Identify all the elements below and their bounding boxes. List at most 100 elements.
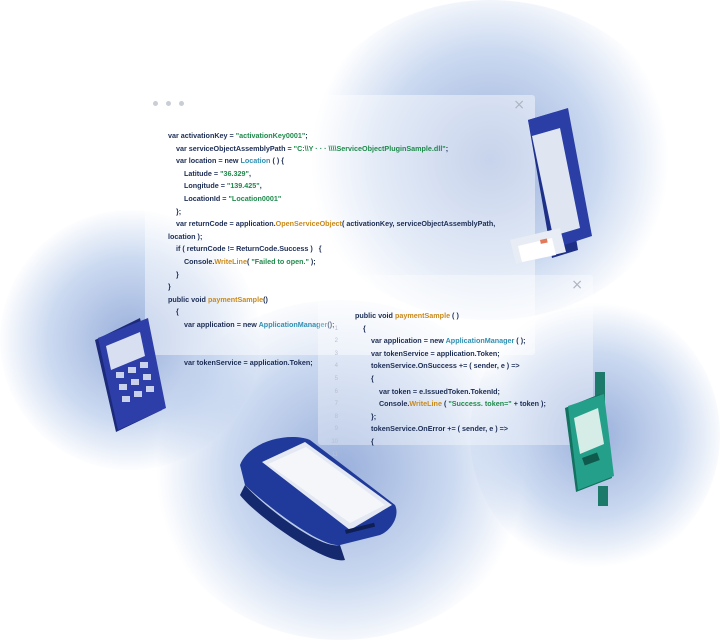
code-token: OpenServiceObject (275, 219, 342, 229)
code-token: tokenService.OnError += ( sender, e ) => (355, 424, 509, 434)
glow-top-right (300, 0, 680, 320)
code-token: }; (168, 206, 182, 216)
code-token: LocationId = (168, 193, 229, 203)
line-number: 5 (334, 375, 338, 382)
code-line: }; (355, 411, 546, 424)
code-line: }; (168, 206, 495, 219)
code-token: var location = new (168, 156, 241, 166)
handheld-pinpad-icon (95, 318, 166, 432)
line-number: 10 (331, 438, 338, 445)
code-token: "C:\\Y · · · \\\\ServiceObjectPluginSamp… (293, 143, 446, 153)
code-token: "139.425" (226, 181, 260, 191)
mobile-pos-terminal-icon (240, 437, 397, 561)
code-line: var activationKey = "activationKey0001"; (168, 130, 495, 143)
code-token: "Failed to open." (251, 256, 309, 266)
code-token: ); (308, 256, 316, 266)
code-token: ( (246, 256, 252, 266)
code-token: tokenService.OnSuccess += ( sender, e ) … (355, 361, 520, 371)
close-icon[interactable]: × (513, 97, 525, 113)
code-token: var token = e.IssuedToken.TokenId; (355, 386, 500, 396)
code-line: { (355, 373, 546, 386)
code-line: var returnCode = application.OpenService… (168, 218, 495, 231)
line-number: 2 (334, 338, 338, 345)
code-line: var application = new ApplicationManager… (355, 335, 546, 348)
code-block-top: var activationKey = "activationKey0001";… (168, 130, 495, 369)
code-token: "Location0001" (228, 193, 282, 203)
code-line: tokenService.OnError += ( sender, e ) => (355, 423, 546, 436)
line-number: 9 (334, 426, 338, 433)
code-token: "36.329" (220, 168, 249, 178)
code-token: ( ) (450, 311, 459, 320)
code-token: } (168, 282, 171, 292)
code-line: tokenService.OnSuccess += ( sender, e ) … (355, 360, 546, 373)
code-token: ( (441, 399, 449, 409)
code-token: ( activationKey, serviceObjectAssemblyPa… (341, 219, 496, 229)
line-number: 7 (334, 401, 338, 408)
code-line: Longitude = "139.425", (168, 180, 495, 193)
code-token: ( ); (514, 336, 526, 346)
wall-payment-terminal-icon (565, 372, 614, 506)
code-line: } (168, 281, 495, 294)
line-number: 11 (331, 451, 338, 458)
line-number: 8 (334, 413, 338, 420)
code-token: var serviceObjectAssemblyPath = (168, 143, 294, 153)
code-line: Console.WriteLine ( "Success. token=" + … (355, 398, 546, 411)
code-line: { (355, 436, 546, 449)
line-number: 4 (334, 363, 338, 370)
code-line: Console.WriteLine( "Failed to open." ); (168, 256, 495, 269)
line-number: 3 (334, 350, 338, 357)
code-line: Latitude = "36.329", (168, 168, 495, 181)
code-line: LocationId = "Location0001" (168, 193, 495, 206)
code-token: , (259, 181, 262, 191)
code-token: if ( returnCode != ReturnCode.Success ) … (168, 244, 322, 254)
line-number: 1 (334, 325, 338, 332)
code-line: var location = new Location ( ) { (168, 155, 495, 168)
kiosk-terminal-icon (510, 108, 592, 264)
code-window-top: × (145, 95, 535, 355)
code-window-bottom: × (318, 275, 593, 445)
code-line: location ); (168, 231, 495, 244)
code-token: location ); (168, 231, 203, 241)
code-token: { (168, 307, 179, 317)
code-token: }; (355, 411, 377, 421)
code-token: () (263, 294, 268, 304)
code-line: { (168, 306, 495, 319)
code-token: ; (305, 131, 308, 140)
code-token: var application = new (168, 319, 259, 329)
code-token: "Success. token=" (448, 399, 512, 409)
code-token: ( ) { (270, 156, 285, 166)
code-token: , (248, 168, 251, 178)
code-line: var token = e.IssuedToken.TokenId; (355, 386, 546, 399)
code-block-bottom: public void paymentSample ( ) { var appl… (355, 310, 546, 449)
code-token: Location (240, 156, 271, 166)
code-token: var application = new (355, 336, 446, 346)
code-token: public void (355, 311, 395, 320)
code-token: paymentSample (207, 294, 264, 304)
code-token: Longitude = (168, 181, 227, 191)
code-token: WriteLine (409, 399, 442, 409)
code-token: var returnCode = application. (168, 219, 276, 229)
code-token: { (355, 323, 366, 333)
close-icon[interactable]: × (571, 277, 583, 293)
code-token: } (168, 269, 179, 279)
code-line: { (355, 323, 546, 336)
code-line: var tokenService = application.Token; (355, 348, 546, 361)
code-token: Latitude = (168, 168, 221, 178)
code-line: public void paymentSample() (168, 294, 495, 307)
code-token: { (355, 436, 374, 446)
code-token: ApplicationManager (258, 319, 328, 329)
code-line: if ( returnCode != ReturnCode.Success ) … (168, 243, 495, 256)
code-token: WriteLine (214, 256, 247, 266)
code-token: paymentSample (394, 311, 451, 320)
code-line: var tokenService = application.Token; (168, 357, 495, 370)
code-line: public void paymentSample ( ) (355, 310, 546, 323)
code-token: var tokenService = application.Token; (168, 357, 313, 367)
code-token: ; (445, 143, 449, 153)
code-token: { (355, 373, 374, 383)
code-token: public void (168, 294, 208, 304)
code-token: + token ); (511, 399, 546, 409)
code-token: ApplicationManager (445, 336, 515, 346)
code-token: Console. (355, 399, 410, 409)
